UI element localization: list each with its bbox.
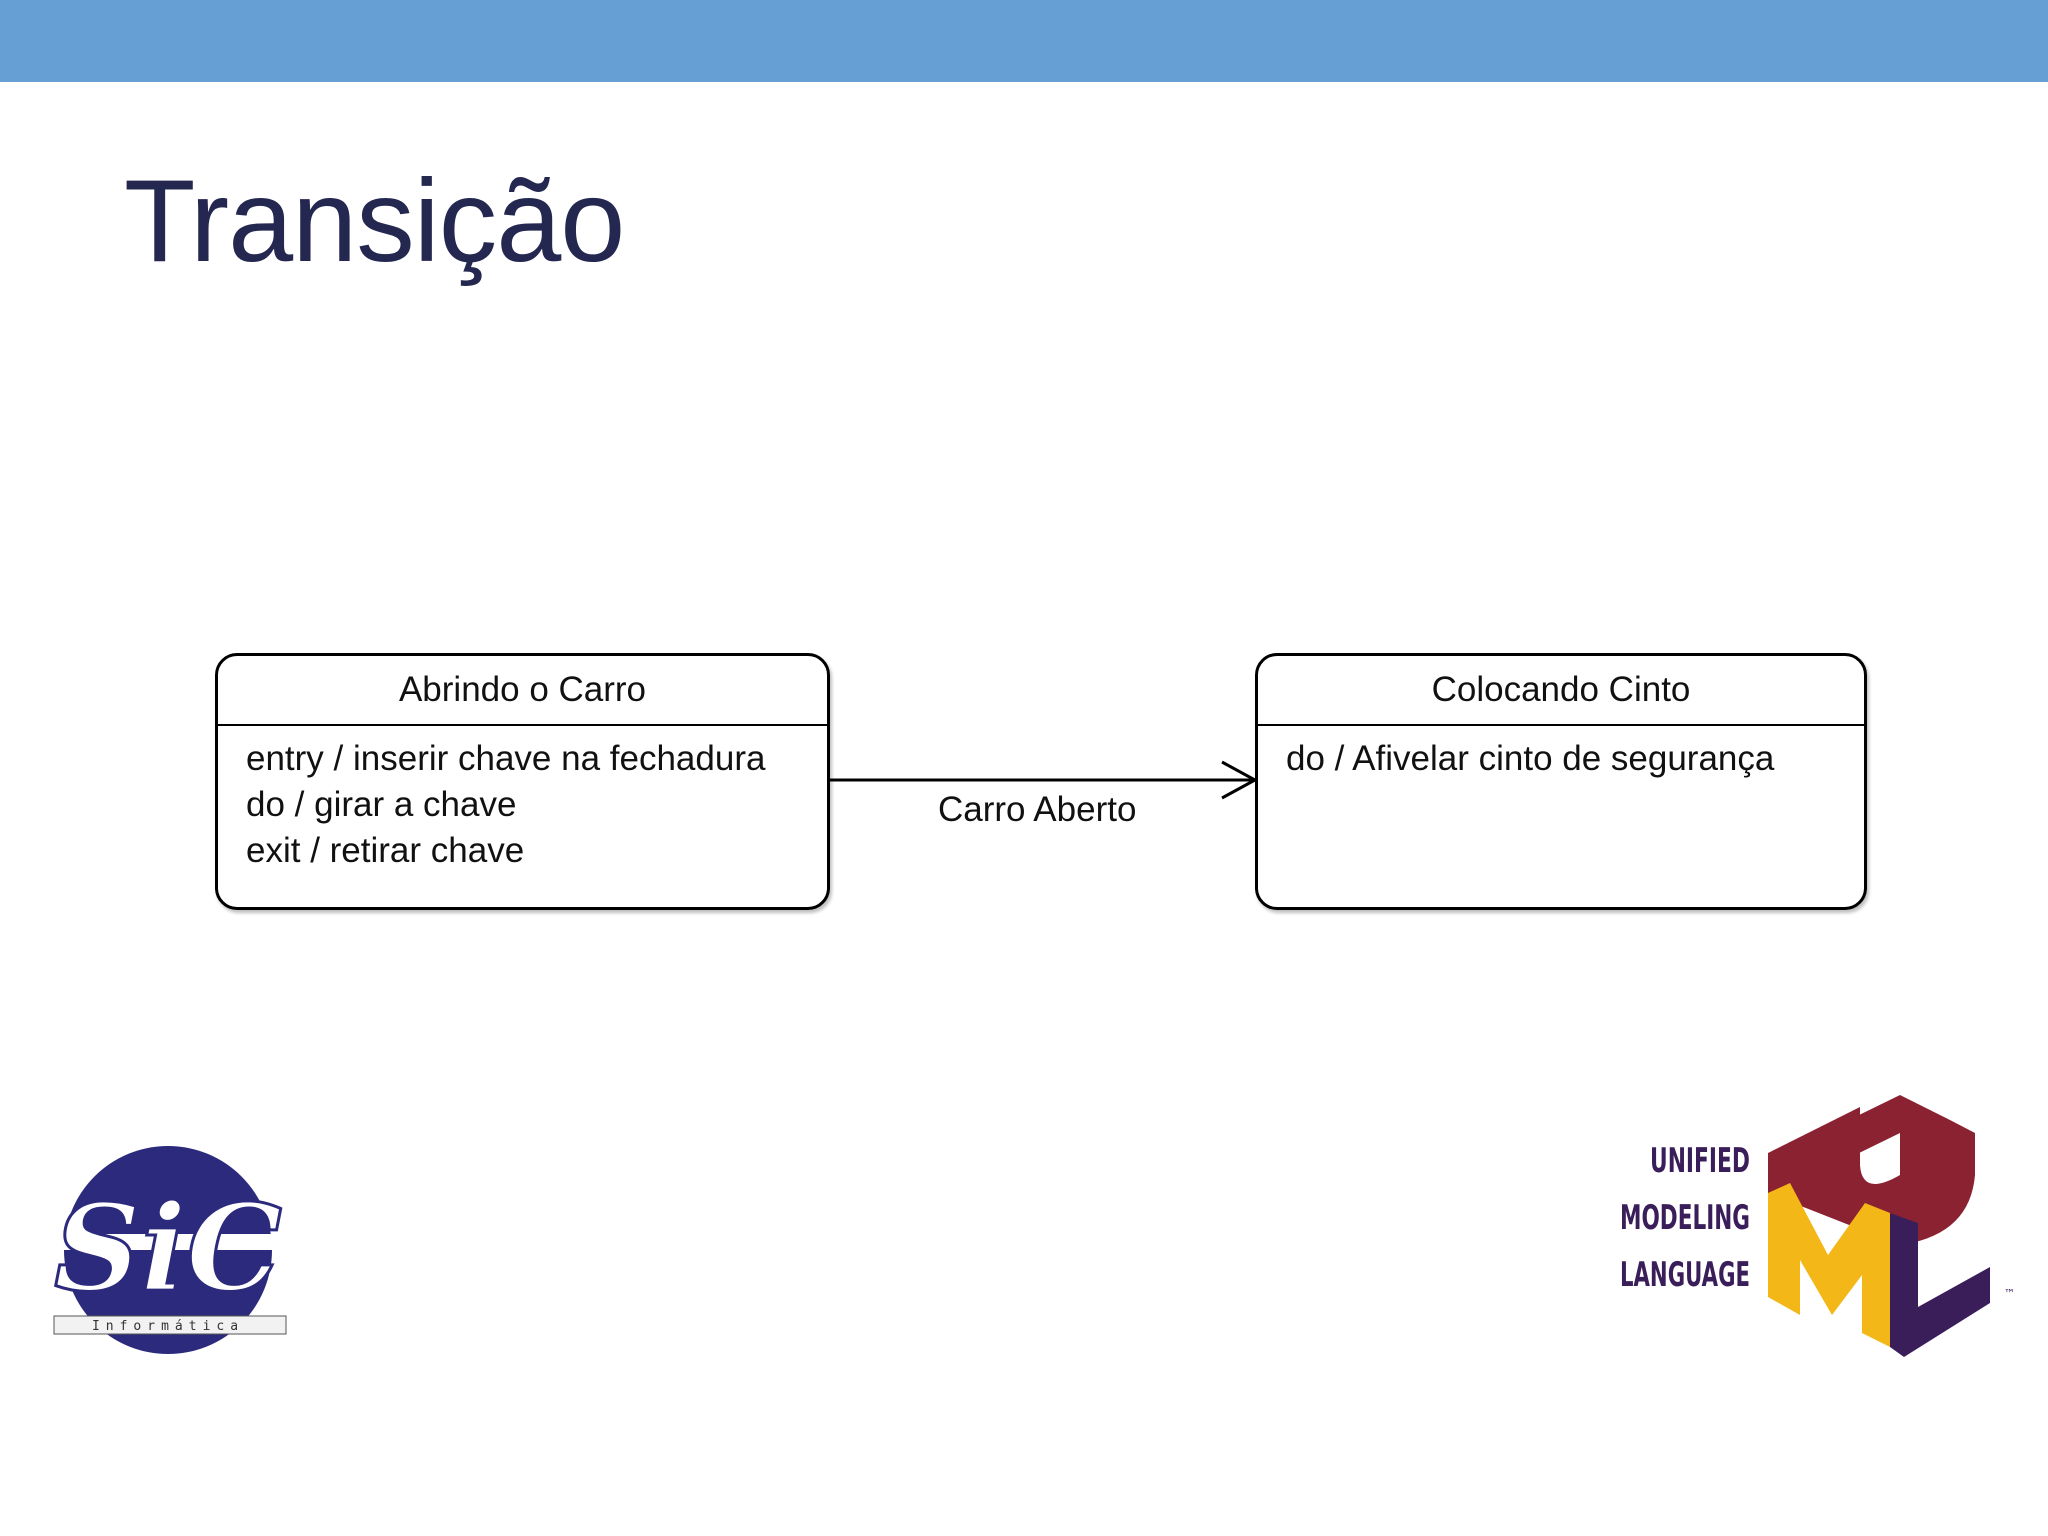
- state-action: do / Afivelar cinto de segurança: [1286, 739, 1775, 778]
- state-colocando-cinto: Colocando Cinto do / Afivelar cinto de s…: [1255, 653, 1867, 910]
- state-abrindo-o-carro: Abrindo o Carro entry / inserir chave na…: [215, 653, 830, 910]
- sic-logo: SiC Informática: [50, 1146, 290, 1354]
- uml-text-line: UNIFIED: [1650, 1141, 1750, 1181]
- state-action: entry / inserir chave na fechadura: [246, 739, 766, 778]
- transition-label: Carro Aberto: [938, 790, 1137, 829]
- state-action: do / girar a chave: [246, 785, 517, 824]
- state-actions: do / Afivelar cinto de segurança: [1258, 726, 1864, 792]
- uml-text-line: LANGUAGE: [1620, 1255, 1750, 1295]
- slide-title: Transição: [124, 155, 625, 286]
- state-actions: entry / inserir chave na fechadura do / …: [218, 726, 827, 884]
- state-name: Abrindo o Carro: [218, 656, 827, 726]
- uml-text-line: MODELING: [1620, 1198, 1750, 1238]
- top-bar: [0, 0, 2048, 82]
- uml-logo: UNIFIED MODELING LANGUAGE ™: [1620, 1095, 2015, 1357]
- sic-mark: SiC: [54, 1178, 282, 1319]
- sic-tagline: Informática: [92, 1319, 244, 1334]
- state-action: exit / retirar chave: [246, 831, 525, 870]
- uml-tm: ™: [2004, 1287, 2015, 1300]
- state-name: Colocando Cinto: [1258, 656, 1864, 726]
